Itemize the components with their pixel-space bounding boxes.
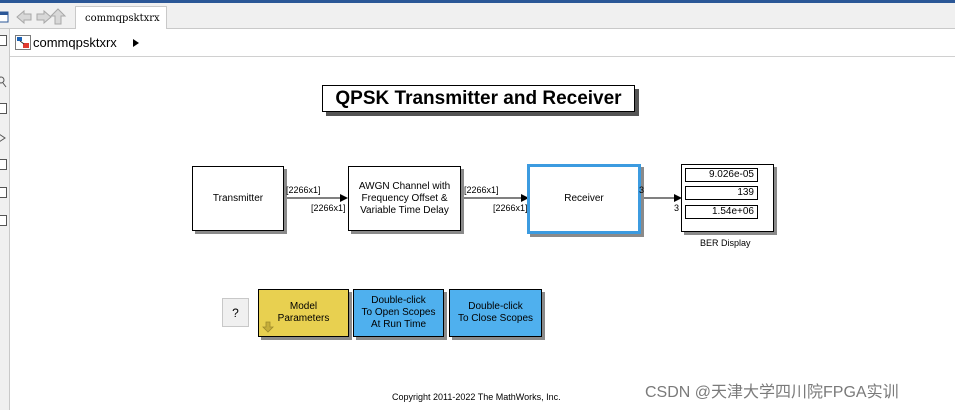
annotation-icon[interactable]: [0, 159, 7, 170]
arrow-icon[interactable]: [0, 131, 7, 142]
signal-label-ch-out: [2266x1]: [464, 185, 499, 195]
open-scopes-button[interactable]: Double-click To Open Scopes At Run Time: [353, 289, 444, 337]
help-button[interactable]: ?: [222, 298, 249, 327]
close-scopes-line1: Double-click: [468, 301, 523, 312]
model-params-line1: Model: [289, 301, 318, 312]
diagram-title: QPSK Transmitter and Receiver: [322, 85, 635, 112]
ber-value-errors: 139: [685, 186, 758, 200]
watermark-text: CSDN @天津大学四川院FPGA实训: [645, 384, 899, 401]
up-arrow-icon: [49, 8, 67, 25]
model-parameters-button[interactable]: Model Parameters: [258, 289, 349, 337]
receiver-block[interactable]: Receiver: [527, 164, 641, 234]
close-scopes-button[interactable]: Double-click To Close Scopes: [449, 289, 542, 337]
signal-label-tx-out: [2266x1]: [286, 185, 321, 195]
model-browser-toggle[interactable]: [0, 7, 12, 27]
up-button[interactable]: [48, 7, 68, 27]
transmitter-block[interactable]: Transmitter: [192, 166, 284, 231]
forward-arrow-icon: [36, 9, 52, 25]
receiver-label: Receiver: [564, 193, 604, 204]
breadcrumb-arrow-icon[interactable]: [133, 39, 139, 47]
transmitter-label: Transmitter: [212, 192, 264, 204]
channel-label-line3: Variable Time Delay: [360, 204, 449, 216]
ber-value-bits: 1.54e+06: [685, 205, 758, 219]
left-palette: [0, 29, 10, 410]
panel-icon: [0, 11, 9, 23]
open-scopes-line3: At Run Time: [370, 319, 427, 330]
palette-panel-icon[interactable]: [0, 35, 7, 46]
tab-strip: commqpsktxrx: [0, 0, 955, 29]
model-icon: [15, 35, 31, 50]
forward-button[interactable]: [34, 7, 54, 27]
tab-commqpsktxrx[interactable]: commqpsktxrx: [75, 6, 167, 29]
signal-label-ber-in: 3: [674, 203, 680, 213]
fit-view-icon[interactable]: [0, 103, 7, 114]
signal-label-rx-out: 3: [639, 185, 645, 195]
area-icon[interactable]: [0, 215, 7, 226]
ber-value-error-rate: 9.026e-05: [685, 168, 758, 182]
channel-label-line2: Frequency Offset &: [361, 192, 448, 204]
copyright-text: Copyright 2011-2022 The MathWorks, Inc.: [392, 392, 561, 402]
zoom-icon[interactable]: [0, 75, 7, 88]
tab-label: commqpsktxrx: [85, 12, 160, 24]
image-icon[interactable]: [0, 187, 7, 198]
model-params-line2: Parameters: [277, 313, 330, 324]
open-scopes-line2: To Open Scopes: [361, 307, 436, 318]
awgn-channel-block[interactable]: AWGN Channel with Frequency Offset & Var…: [348, 166, 461, 231]
back-button[interactable]: [14, 7, 34, 27]
channel-label-line1: AWGN Channel with: [358, 180, 451, 192]
close-scopes-line2: To Close Scopes: [457, 313, 534, 324]
down-arrow-icon: [262, 321, 274, 333]
signal-label-rx-in: [2266x1]: [493, 203, 528, 213]
ber-display-block[interactable]: 9.026e-05 139 1.54e+06: [681, 164, 774, 232]
open-scopes-line1: Double-click: [371, 295, 426, 306]
signal-label-ch-in: [2266x1]: [311, 203, 346, 213]
back-arrow-icon: [16, 9, 32, 25]
ber-display-label: BER Display: [700, 238, 751, 248]
model-canvas[interactable]: [11, 57, 955, 410]
breadcrumb: commqpsktxrx: [10, 29, 955, 57]
breadcrumb-model[interactable]: commqpsktxrx: [33, 35, 117, 50]
